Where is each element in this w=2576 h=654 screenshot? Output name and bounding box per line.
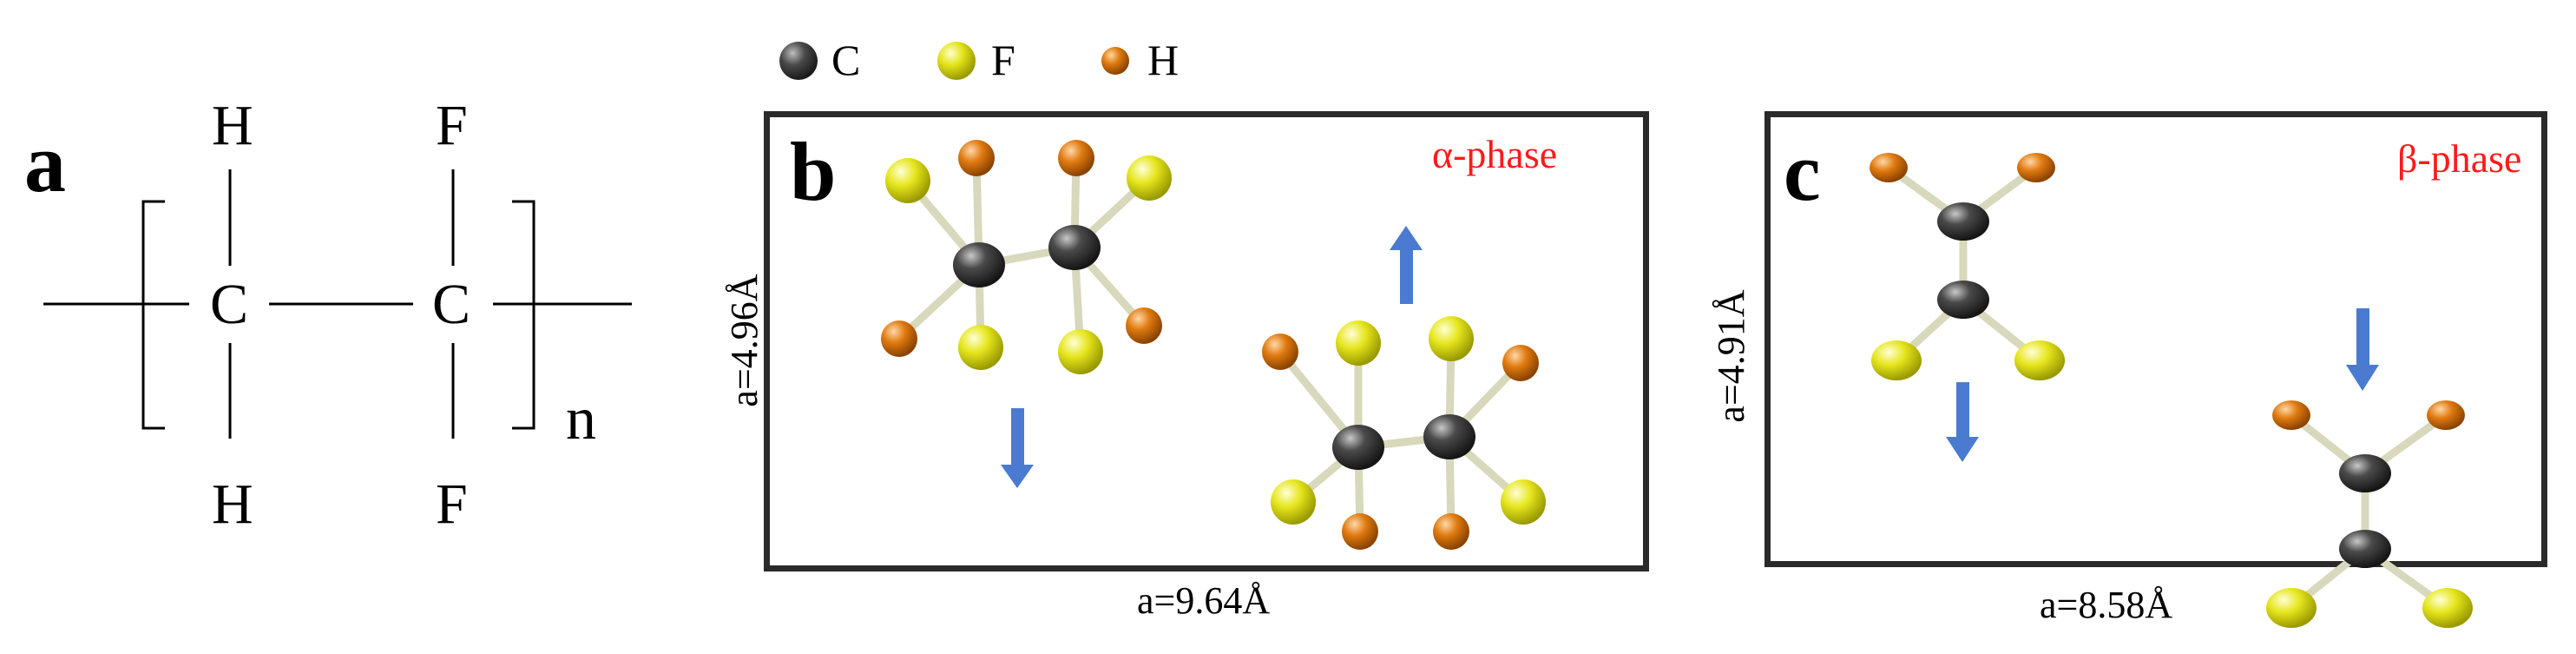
alpha-m2-h-bottom-right [1433,513,1469,550]
beta-dipole-arrow-left [1946,382,1979,462]
beta-m2-h-right [2427,400,2465,430]
beta-m2-carbon-top [2339,454,2391,492]
alpha-m1-carbon-left [953,242,1005,287]
panel-c-arrows [1946,308,2379,462]
beta-m1-f-left [1871,340,1922,380]
alpha-m2-carbon-left [1332,425,1384,470]
panel-a-bonds [43,169,632,439]
legend-hydrogen-ball [1101,47,1129,75]
legend-carbon-ball [779,42,818,80]
alpha-m2-f-lower-left [1271,479,1316,525]
alpha-m2-h-upper-left [1262,334,1298,370]
legend-label-c: C [831,36,861,84]
alpha-dipole-arrow-up [1390,226,1423,304]
panel-c-width-label: a=8.58Å [2040,584,2173,626]
atom-f-top: F [436,94,468,157]
atom-h-top: H [212,94,253,157]
beta-molecule-1 [1884,163,2044,365]
atom-c-right: C [432,273,471,336]
alpha-m1-f-upper-left [885,158,930,203]
repeat-subscript-n: n [566,386,596,453]
panel-b-box [764,111,1649,571]
alpha-m1-f-bottom-right [1058,329,1103,374]
legend-label-h: H [1147,36,1180,84]
alpha-m2-h-bottom-left [1342,513,1378,550]
panel-a-letter: a [24,116,66,209]
alpha-m2-f-top-left [1336,320,1381,366]
atom-c-left: C [210,273,249,336]
panel-c-box [1764,111,2547,567]
beta-m2-f-left [2266,588,2316,628]
beta-m2-carbon-bottom [2339,530,2391,568]
beta-molecule-2 [2287,411,2452,612]
panel-c-phase-label: β-phase [2397,136,2522,181]
right-bracket [512,200,536,430]
panel-b-width-label: a=9.64Å [1137,579,1271,622]
beta-m2-h-left [2272,400,2310,430]
alpha-m2-carbon-right [1423,414,1475,459]
alpha-m1-h-top-left [958,140,995,176]
alpha-m1-f-bottom-left [958,325,1003,370]
legend-swatches [779,42,1129,80]
panel-b-arrows [1001,226,1423,488]
legend-fluorine-ball [937,42,976,80]
legend-label-f: F [991,36,1015,84]
beta-m1-f-right [2014,340,2065,380]
beta-m1-carbon-bottom [1937,281,1989,319]
panel-b-letter: b [790,125,837,218]
panel-b-phase-label: α-phase [1432,132,1558,176]
left-bracket [141,200,165,430]
panel-c-letter: c [1784,125,1821,218]
alpha-m1-h-lower-left [881,320,917,357]
alpha-m1-h-lower-right [1126,307,1162,344]
beta-dipole-arrow-right [2346,308,2379,391]
alpha-m2-f-top-right [1429,316,1474,361]
atom-h-bottom: H [212,472,253,536]
atom-f-bottom: F [436,472,468,536]
alpha-m1-f-upper-right [1127,155,1172,201]
beta-m1-h-left [1870,153,1908,182]
alpha-m2-h-upper-right [1502,345,1539,381]
beta-m1-h-right [2017,153,2055,182]
alpha-m1-carbon-right [1048,225,1101,270]
alpha-dipole-arrow-down [1001,408,1034,488]
beta-m1-carbon-top [1937,202,1989,241]
alpha-m1-h-top-right [1058,140,1094,176]
alpha-m2-f-lower-right [1501,479,1546,525]
beta-m2-f-right [2422,588,2473,628]
